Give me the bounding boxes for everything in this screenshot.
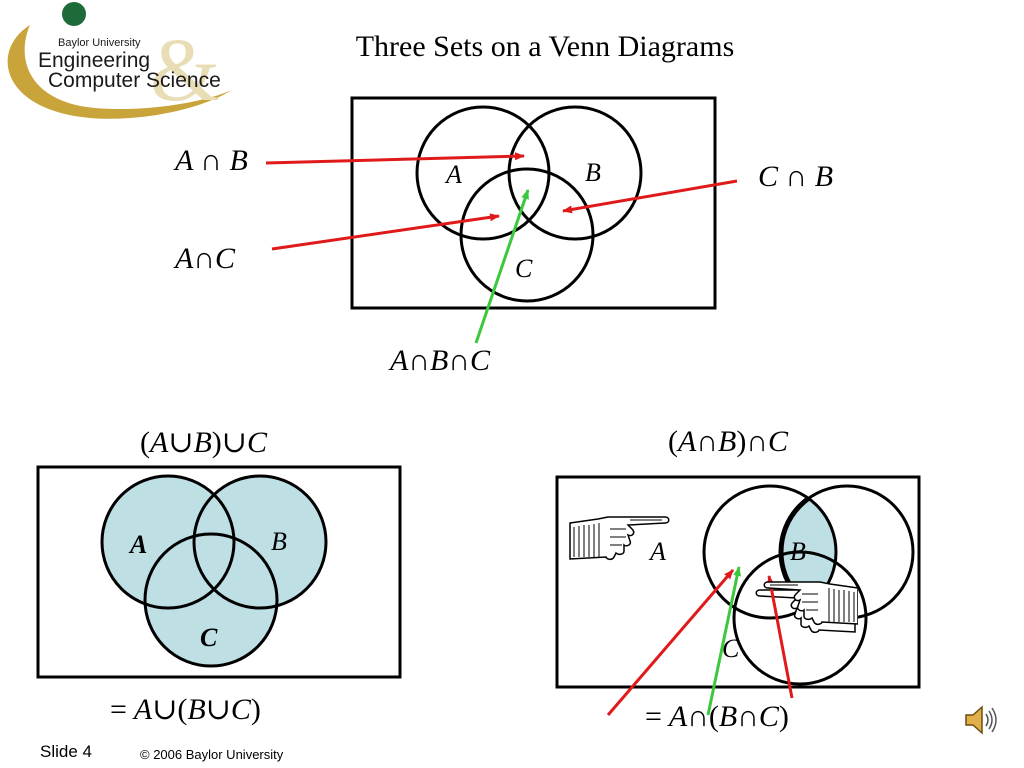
union-label-a: A — [128, 530, 147, 559]
intersection-arrow-red-left — [606, 569, 735, 716]
label-a-and-b: A ∩ B — [175, 144, 248, 177]
arrow-a-and-b — [265, 152, 525, 165]
union-universe-box — [36, 465, 402, 679]
arrow-c-and-b — [562, 179, 738, 214]
union-header: (A∪B)∪C — [140, 426, 267, 459]
label-a-and-c: A∩C — [175, 242, 236, 275]
arrow-a-and-b-and-c — [474, 189, 530, 344]
copyright: © 2006 Baylor University — [140, 747, 284, 762]
union-circle-b — [192, 474, 328, 610]
intersection-venn-diagram: A B C — [555, 475, 921, 716]
intersection-label-b: B — [790, 537, 806, 566]
top-circle-b — [507, 105, 643, 241]
intersection-circle-a — [702, 484, 838, 620]
intersection-label-c: C — [722, 634, 740, 663]
union-label-b: B — [271, 527, 287, 556]
union-venn-diagram: A B C — [36, 465, 402, 679]
baylor-logo: & Baylor University Engineering Computer… — [0, 0, 240, 125]
slide-number: Slide 4 — [40, 742, 92, 761]
intersection-header: (A∩B)∩C — [668, 425, 789, 458]
intersection-universe-box — [555, 475, 921, 689]
top-label-a: A — [444, 160, 462, 189]
pointing-hand-left-icon — [763, 581, 858, 626]
pointing-hand-right-icon — [569, 516, 670, 561]
top-circle-c — [459, 167, 595, 303]
green-seal-icon — [62, 2, 86, 26]
intersection-arrow-red-right — [766, 575, 794, 699]
union-circle-a — [100, 474, 236, 610]
logo-swoosh-icon: & — [7, 21, 232, 120]
logo-line2: Computer Science — [48, 69, 221, 92]
union-fill — [102, 476, 326, 666]
intersection-arrow-green — [706, 566, 742, 716]
arrow-a-and-c — [271, 213, 500, 251]
top-label-c: C — [515, 254, 533, 283]
logo-line1: Engineering — [38, 49, 151, 72]
intersection-footer: = A∩(B∩C) — [645, 700, 789, 733]
top-venn-diagram: A B C — [265, 96, 738, 344]
speaker-icon[interactable] — [960, 700, 1000, 740]
label-a-and-b-and-c: A∩B∩C — [390, 344, 491, 377]
intersection-circle-c — [732, 550, 868, 686]
logo-ampersand: & — [150, 21, 220, 120]
union-circle-c — [143, 532, 279, 668]
top-label-b: B — [585, 158, 601, 187]
intersection-label-a: A — [648, 537, 666, 566]
union-footer: = A∪(B∪C) — [110, 693, 261, 726]
union-label-c: C — [200, 623, 218, 652]
page-title: Three Sets on a Venn Diagrams — [355, 30, 735, 63]
top-universe-box — [350, 96, 717, 310]
logo-university: Baylor University — [58, 37, 141, 49]
label-c-and-b: C ∩ B — [758, 160, 834, 193]
